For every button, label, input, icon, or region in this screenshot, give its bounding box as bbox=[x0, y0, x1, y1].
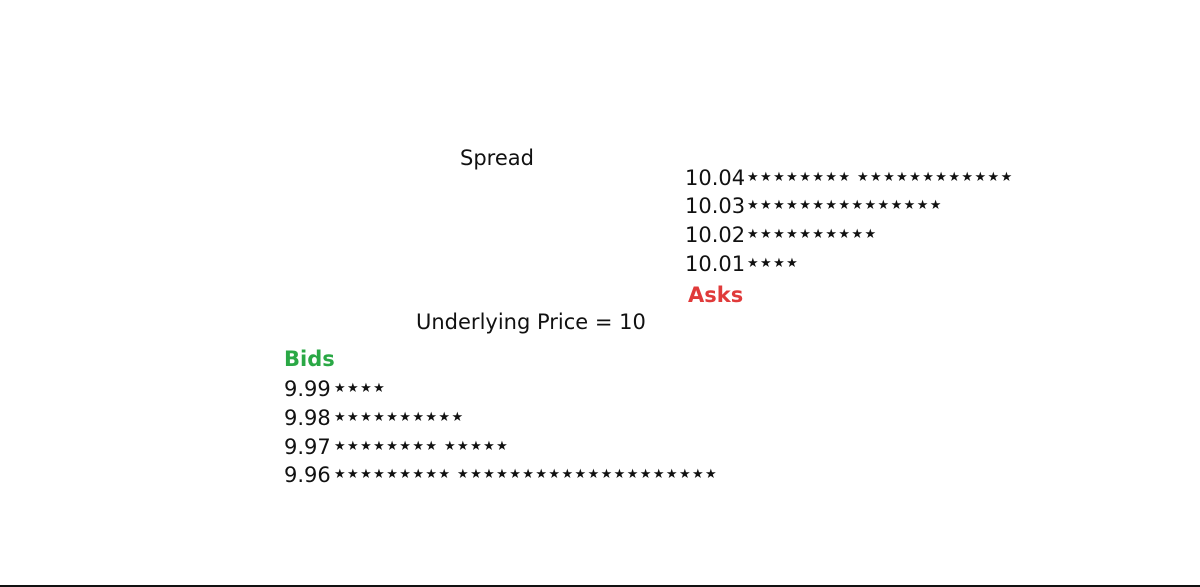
ask-price: 10.01 bbox=[685, 252, 746, 276]
ask-size-stars: ★★★★★★★★★★ bbox=[747, 227, 878, 242]
bid-size-stars: ★★★★ bbox=[334, 381, 387, 396]
ask-level: 10.03 ★★★★★★★★★★★★★★★ bbox=[685, 193, 943, 219]
ask-level: 10.02 ★★★★★★★★★★ bbox=[685, 222, 878, 248]
bid-price: 9.99 bbox=[284, 377, 331, 401]
bottom-border bbox=[0, 585, 1200, 587]
bid-level: 9.99 ★★★★ bbox=[284, 376, 386, 402]
ask-size-stars: ★★★★★★★★ ★★★★★★★★★★★★ bbox=[747, 170, 1014, 185]
ask-size-stars: ★★★★ bbox=[747, 256, 800, 271]
bid-price: 9.98 bbox=[284, 406, 331, 430]
asks-heading: Asks bbox=[688, 283, 744, 307]
bid-size-stars: ★★★★★★★★ ★★★★★ bbox=[334, 439, 510, 454]
bid-level: 9.97 ★★★★★★★★ ★★★★★ bbox=[284, 434, 509, 460]
ask-level: 10.04 ★★★★★★★★ ★★★★★★★★★★★★ bbox=[685, 165, 1014, 191]
spread-label: Spread bbox=[460, 146, 534, 170]
bid-level: 9.96 ★★★★★★★★★ ★★★★★★★★★★★★★★★★★★★★ bbox=[284, 462, 718, 488]
bid-price: 9.96 bbox=[284, 463, 331, 487]
ask-price: 10.02 bbox=[685, 223, 746, 247]
ask-size-stars: ★★★★★★★★★★★★★★★ bbox=[747, 198, 943, 213]
ask-price: 10.03 bbox=[685, 194, 746, 218]
ask-level: 10.01 ★★★★ bbox=[685, 251, 799, 277]
ask-price: 10.04 bbox=[685, 166, 746, 190]
bid-level: 9.98 ★★★★★★★★★★ bbox=[284, 405, 465, 431]
bid-size-stars: ★★★★★★★★★ ★★★★★★★★★★★★★★★★★★★★ bbox=[334, 467, 719, 482]
bids-heading: Bids bbox=[284, 347, 335, 371]
bid-size-stars: ★★★★★★★★★★ bbox=[334, 410, 465, 425]
underlying-price-label: Underlying Price = 10 bbox=[416, 310, 646, 334]
bid-price: 9.97 bbox=[284, 435, 331, 459]
